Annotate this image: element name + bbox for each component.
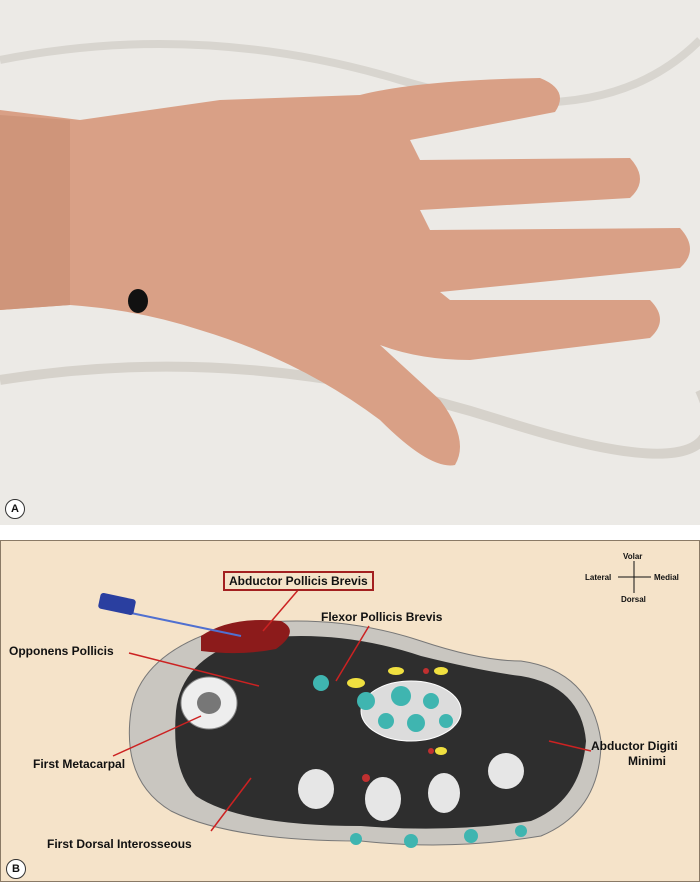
skin-marker-dot <box>128 289 148 313</box>
label-minimi: Minimi <box>628 754 666 768</box>
compass-dorsal: Dorsal <box>621 595 646 604</box>
label-first-metacarpal: First Metacarpal <box>33 757 126 771</box>
label-opponens-pollicis: Opponens Pollicis <box>9 644 114 658</box>
syringe-needle-icon <box>98 592 242 637</box>
panel-b-badge: B <box>6 859 26 879</box>
label-abductor-pollicis-brevis: Abductor Pollicis Brevis <box>223 571 374 591</box>
hand-photo <box>0 37 700 466</box>
hand-photo-panel: A <box>0 0 700 525</box>
cross-section-panel: Abductor Pollicis Brevis Flexor Pollicis… <box>0 540 700 882</box>
abductor-pollicis-brevis-muscle <box>201 620 290 654</box>
panel-a-badge: A <box>5 499 25 519</box>
compass-medial: Medial <box>654 573 679 582</box>
label-abductor-digiti: Abductor Digiti <box>591 739 678 753</box>
compass-volar: Volar <box>623 552 643 561</box>
label-flexor-pollicis-brevis: Flexor Pollicis Brevis <box>321 610 443 624</box>
hand <box>0 78 690 466</box>
label-first-dorsal-interosseous: First Dorsal Interosseous <box>47 837 192 851</box>
compass-lateral: Lateral <box>585 573 612 582</box>
hand-cross-section-diagram <box>98 561 651 848</box>
